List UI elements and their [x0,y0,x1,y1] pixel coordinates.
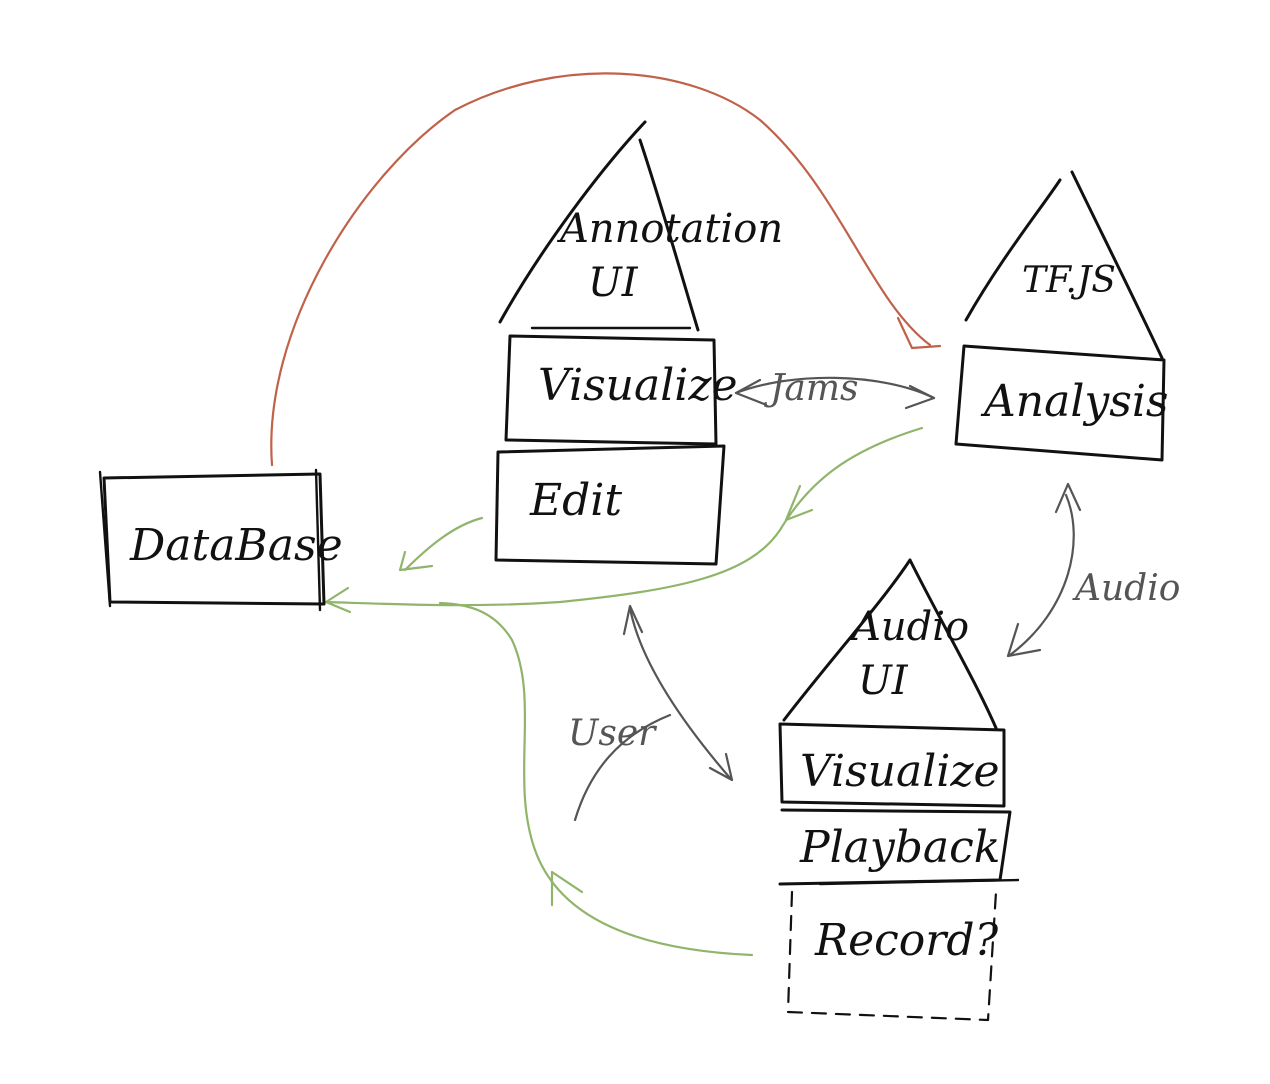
gray-arrowhead-jams-left [734,378,766,406]
edge-database-to-analysis [270,72,942,467]
gray-arrowhead-jams-right [904,384,936,410]
label-user: User [568,713,657,754]
audio-row-visualize: Visualize [800,746,1000,797]
green-arrowhead-database [324,586,352,614]
annotation-roof [498,120,700,332]
tfjs-row-analysis: Analysis [980,376,1169,427]
node-audio-ui: Audio UI Visualize Playback Record? [778,558,1020,1022]
edge-audio: Audio [1006,482,1180,658]
audio-title-line2: UI [858,658,909,704]
red-edge-path [270,72,932,467]
annotation-edit-box [494,444,726,566]
green-arrowhead-record [550,870,584,907]
audio-title-line1: Audio [848,604,969,650]
node-tfjs: TF.JS Analysis [954,170,1169,462]
node-database: DataBase [98,468,343,612]
label-audio-edge: Audio [1072,568,1180,609]
annotation-row-edit: Edit [529,475,622,526]
database-box-overstroke [98,468,322,612]
gray-edge-audio-path [1008,493,1075,657]
audio-record-box-dashed [786,890,998,1022]
green-arrowhead-edit [398,550,434,572]
gray-user-stroke [573,713,672,822]
green-edge-edit-path [403,516,484,572]
audio-row-record: Record? [814,915,999,966]
annotation-visualize-box [504,334,718,446]
database-box [102,472,326,606]
red-arrowhead [896,316,942,350]
gray-arrowhead-user-top [622,604,644,636]
label-jams: Jams [763,368,859,409]
annotation-row-visualize: Visualize [538,360,738,411]
green-arrowhead-analysis [784,484,814,522]
edge-edit-to-database [324,516,484,614]
tfjs-title: TF.JS [1022,260,1116,301]
edge-jams: Jams [734,368,936,410]
edge-user: User [568,604,734,822]
database-label: DataBase [129,520,343,571]
edge-record-to-database [438,601,754,957]
gray-edge-user-path [628,606,732,780]
annotation-title-line1: Annotation [556,206,783,252]
node-annotation-ui: Annotation UI Visualize Edit [494,120,783,566]
audio-visualize-box [778,722,1006,808]
audio-roof [782,558,998,730]
audio-playback-base [818,878,1020,886]
audio-row-playback: Playback [799,822,1000,873]
gray-arrowhead-audio-bottom [1006,622,1042,658]
edge-analysis-to-database [324,426,924,607]
gray-edge-jams-path [734,376,936,400]
green-edge-analysis-path [324,426,924,607]
tfjs-analysis-box [954,344,1166,462]
gray-arrowhead-user-bottom [708,752,734,782]
tfjs-roof [964,170,1164,360]
gray-arrowhead-audio-top [1054,482,1082,514]
annotation-title-line2: UI [588,260,639,306]
green-edge-record-path [438,601,754,957]
